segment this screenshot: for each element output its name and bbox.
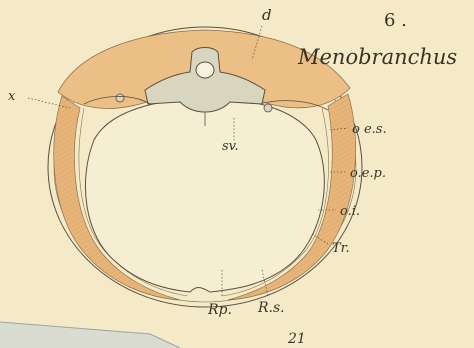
left-rib-node	[116, 94, 124, 102]
label-oep: o.e.p.	[350, 166, 386, 181]
neural-canal	[196, 62, 214, 78]
label-tr: Tr.	[332, 241, 350, 256]
body-cavity	[85, 99, 324, 292]
figure-number: 6 .	[384, 10, 407, 31]
page-number: 21	[287, 331, 306, 347]
label-rs: R.s.	[257, 300, 285, 316]
label-oes: o e.s.	[352, 122, 387, 137]
figure-title: Menobranchus	[297, 45, 457, 69]
label-x: x	[8, 89, 16, 104]
label-rp: Rp.	[207, 302, 232, 318]
label-d: d	[262, 6, 272, 24]
label-oi: o.i.	[340, 204, 360, 219]
label-sv: sv.	[222, 139, 239, 154]
right-rib-node	[264, 104, 272, 112]
